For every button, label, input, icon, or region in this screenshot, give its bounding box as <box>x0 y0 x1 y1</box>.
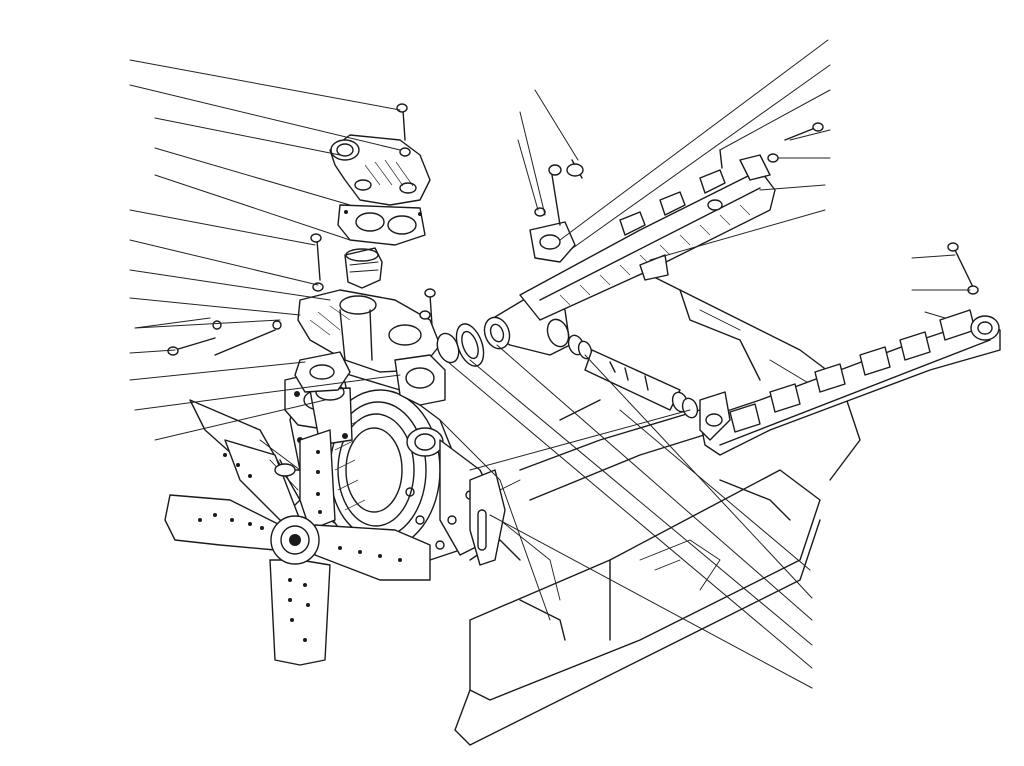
callout-leaders-top-right <box>517 39 831 261</box>
thermostat-housing-stack <box>167 103 446 406</box>
connector-seals <box>436 289 699 419</box>
callout-leaders-right-upper <box>911 254 971 319</box>
callout-leaders-left <box>129 59 401 441</box>
fan-assembly <box>164 399 431 666</box>
right-water-manifold <box>699 242 1001 456</box>
callout-leaders-bottom-right <box>439 344 813 689</box>
engine-block <box>454 269 861 746</box>
upper-water-manifold <box>519 122 824 321</box>
